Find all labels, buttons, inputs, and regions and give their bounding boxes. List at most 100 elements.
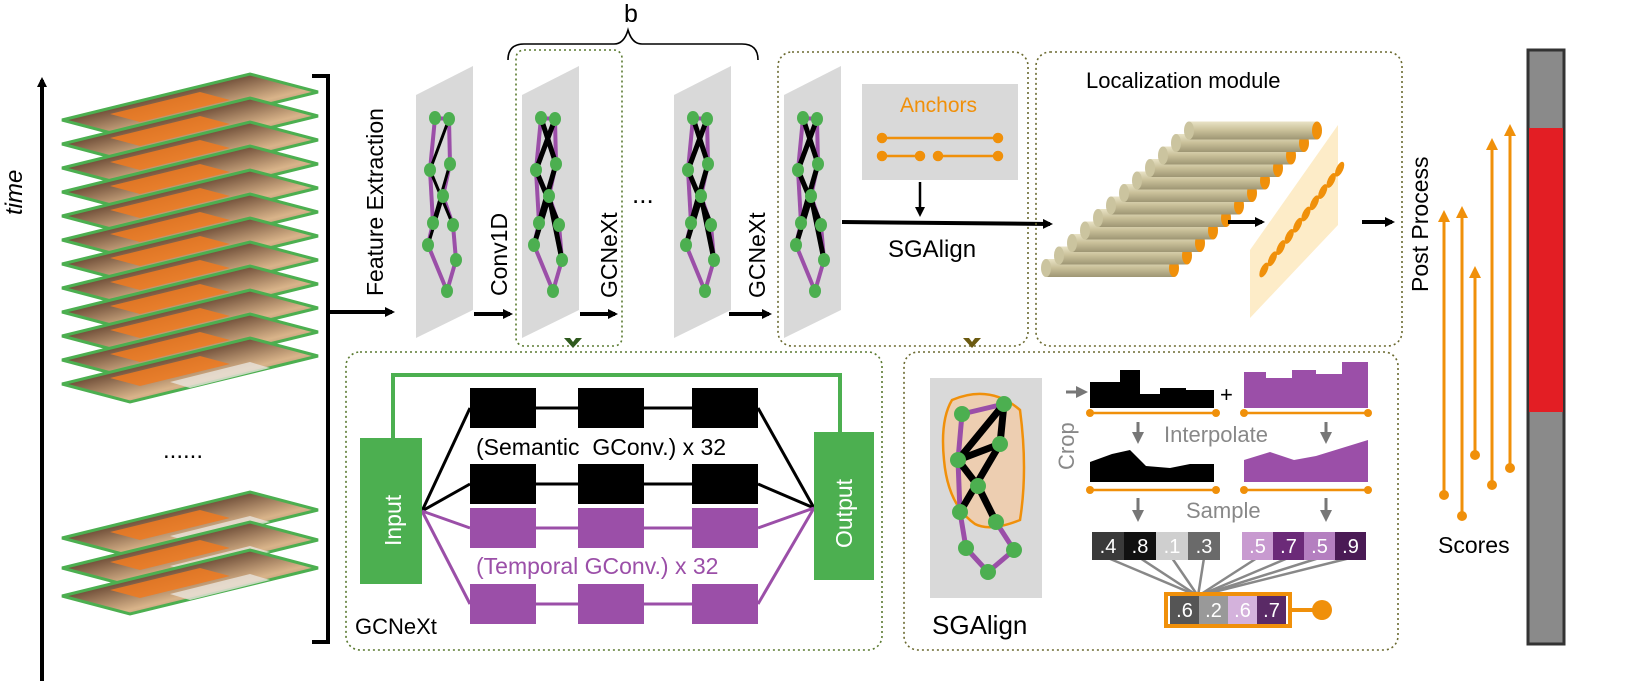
black-feature-raw	[1086, 370, 1220, 417]
frame-detail	[110, 260, 230, 290]
graph-edge-temporal	[686, 169, 693, 224]
sample-label: Sample	[1186, 498, 1261, 523]
sg-edge-semantic	[956, 442, 1004, 514]
output-fanin	[756, 507, 816, 605]
semantic-gconv-block	[578, 388, 644, 428]
sg-node	[958, 540, 974, 556]
score-dot	[1301, 206, 1311, 222]
temporal-gconv-block	[692, 584, 758, 624]
cylinder-back	[1067, 234, 1077, 252]
graph-node	[441, 284, 453, 298]
graph-edge-temporal	[428, 169, 435, 224]
graph-node	[695, 189, 707, 203]
sg-edge-semantic	[955, 401, 1007, 463]
purple-sample-value: .5	[1311, 536, 1328, 558]
temporal-gconv-block	[470, 508, 536, 548]
output-sample-value: .6	[1234, 600, 1251, 622]
anchors-label: Anchors	[900, 94, 977, 117]
graph-node	[701, 112, 713, 126]
graph-node	[792, 163, 804, 177]
output-fanin	[757, 506, 815, 530]
graph-node	[818, 253, 830, 267]
score-map	[1250, 125, 1345, 318]
b-label: b	[624, 0, 638, 28]
graph-node	[809, 284, 821, 298]
timeline-highlight	[1529, 128, 1563, 412]
score-arrow	[1438, 210, 1450, 500]
score-arrow-base	[1505, 463, 1515, 473]
graph-node	[797, 111, 809, 125]
sgalign-top-box	[777, 51, 1029, 347]
graph-panel	[416, 66, 473, 338]
score-dot	[1326, 173, 1336, 188]
sg-node	[970, 478, 986, 494]
sample-line	[1197, 556, 1320, 598]
cylinder-body	[1189, 121, 1317, 140]
graph-node	[553, 218, 565, 232]
cylinder-back	[1054, 246, 1064, 265]
graph-edge-semantic	[795, 118, 820, 171]
score-arrow	[1486, 138, 1498, 490]
sg-node	[980, 564, 996, 580]
semantic-gconv-block	[470, 464, 536, 504]
plus-sign: +	[1220, 382, 1233, 407]
output-dot	[1312, 600, 1332, 620]
score-dot	[1292, 217, 1303, 233]
graph-node	[805, 189, 817, 203]
anchors-box	[862, 84, 1018, 180]
cylinder-back	[1106, 196, 1116, 215]
temporal-gconv-block	[692, 508, 758, 548]
frame-detail	[110, 92, 230, 122]
input-fanout	[421, 509, 471, 530]
cylinder-cap	[1312, 121, 1322, 140]
score-arrow-base	[1439, 490, 1449, 500]
frame-detail	[110, 510, 230, 540]
sg-node	[1006, 542, 1022, 558]
conv1d-label: Conv1D	[486, 213, 512, 296]
input-block	[360, 438, 422, 584]
output-sample-cell	[1170, 596, 1199, 624]
sgalign-main-arrow	[841, 218, 1053, 229]
output-sample-cell	[1257, 596, 1286, 624]
output-label: Output	[831, 478, 857, 548]
purple-sample-cells: .5.7.5.9	[1242, 532, 1366, 560]
skip-connection	[391, 373, 842, 438]
graph-node	[812, 157, 824, 171]
post-process-label: Post Process	[1407, 157, 1433, 293]
graph-edge-temporal	[794, 244, 817, 292]
graph-node	[815, 218, 827, 232]
sg-node	[952, 504, 968, 520]
dots-label: ...	[632, 179, 654, 209]
graph-node	[530, 163, 542, 177]
graph-edge-temporal	[428, 117, 437, 171]
sample-line	[1197, 556, 1351, 598]
time-axis: time	[1, 77, 47, 681]
sgalign-panel-title: SGAlign	[932, 610, 1027, 640]
score-dot	[1318, 184, 1328, 199]
purple-feature-interp	[1240, 440, 1372, 494]
graph-node	[547, 284, 559, 298]
scores-label: Scores	[1438, 532, 1510, 558]
cylinder-stack	[1041, 121, 1322, 277]
frame-detail	[110, 116, 230, 146]
purple-sample-value: .5	[1249, 536, 1266, 558]
cylinder-back	[1093, 209, 1103, 227]
video-frames-bottom	[61, 490, 319, 616]
input-fanout	[421, 482, 471, 513]
graph-node	[437, 189, 449, 203]
graph-edge-temporal	[534, 169, 541, 224]
graph-edge-semantic	[800, 117, 821, 165]
temporal-gconv-block	[578, 508, 644, 548]
graph-edge-temporal	[684, 244, 707, 292]
cylinder-back	[1158, 146, 1168, 165]
cylinder-back	[1132, 171, 1142, 190]
graph-node	[702, 157, 714, 171]
output-sample-value: .7	[1263, 600, 1280, 622]
graph-node	[708, 253, 720, 267]
graph-node	[427, 216, 439, 230]
graph-panel	[674, 66, 731, 338]
purple-sample-cell	[1335, 532, 1366, 560]
frame-detail	[110, 540, 230, 570]
black-sample-value: .3	[1196, 536, 1213, 558]
